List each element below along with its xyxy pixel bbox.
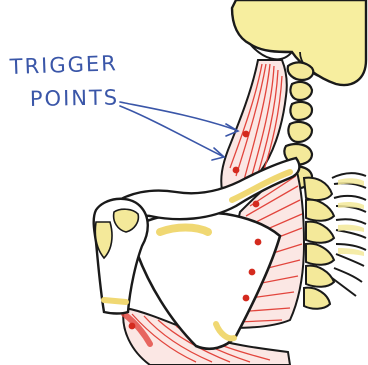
trigger-point: [255, 239, 262, 246]
label-line-2: POINTS: [30, 85, 120, 111]
trigger-point: [243, 295, 250, 302]
arrows: [120, 102, 238, 160]
arrow-lower: [120, 106, 222, 156]
trigger-point: [233, 167, 240, 174]
trigger-point: [243, 131, 250, 138]
ribs: [332, 173, 366, 296]
humerus: [94, 199, 148, 314]
arrow-upper: [120, 102, 236, 130]
trigger-point: [249, 269, 256, 276]
trigger-point: [253, 201, 260, 208]
trigger-point: [129, 323, 136, 330]
thoracic-spine: [304, 178, 334, 309]
label-line-1: TRIGGER: [8, 51, 118, 79]
trigger-points-label: TRIGGER POINTS: [8, 51, 119, 111]
